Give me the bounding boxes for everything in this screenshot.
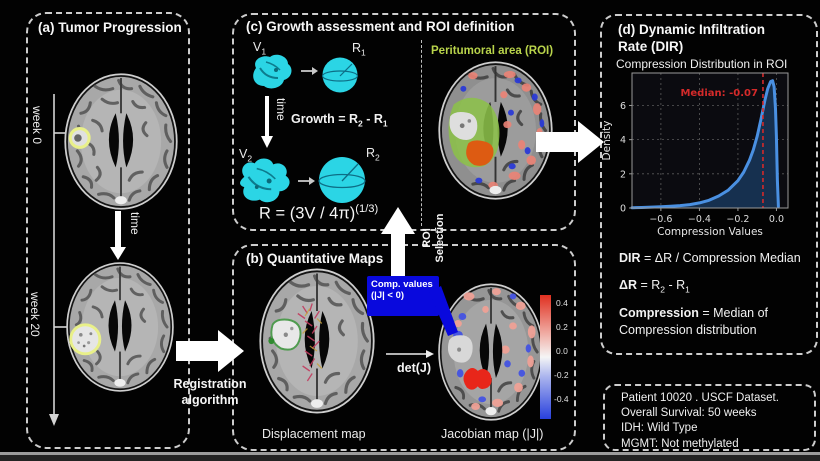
svg-text:Density: Density bbox=[601, 121, 613, 161]
patient-line-idh: IDH: Wild Type bbox=[621, 422, 698, 435]
tumor-volume-v2-shape bbox=[240, 158, 290, 203]
week0-label: week 0 bbox=[30, 106, 44, 145]
arrow-v2-to-r2 bbox=[298, 177, 315, 185]
patient-line-mgmt: MGMT: Not methylated bbox=[621, 437, 739, 450]
roi-selection-arrow bbox=[381, 207, 415, 277]
compression-values-callout: Comp. values (|J| < 0) bbox=[367, 276, 439, 316]
density-chart: Median: -0.07 −0.6 −0.4 −0.2 0.0 0 2 4 6Compress… bbox=[601, 72, 789, 238]
registration-algorithm-label: Registration algorithm bbox=[173, 377, 247, 407]
colorbar-tick-4: -0.4 bbox=[554, 394, 569, 404]
time-arrow-panel-c bbox=[261, 96, 273, 148]
patient-info-text: Patient 10020 . USCF Dataset. Overall Su… bbox=[621, 391, 779, 452]
svg-text:Median: -0.07: Median: -0.07 bbox=[680, 88, 758, 99]
colorbar-tick-3: -0.2 bbox=[554, 370, 569, 380]
dir-formula: DIR = ΔR / Compression Median bbox=[619, 251, 801, 265]
detj-label: det(J) bbox=[397, 361, 432, 375]
radius-formula: R = (3V / 4π)(1/3) bbox=[259, 203, 379, 223]
panel-a-title: (a) Tumor Progression bbox=[38, 20, 182, 35]
colorbar-tick-1: 0.2 bbox=[556, 322, 568, 332]
week20-label: week 20 bbox=[28, 292, 42, 337]
bottom-edge-shadow bbox=[0, 455, 820, 461]
svg-text:0.0: 0.0 bbox=[769, 214, 784, 225]
patient-info-box bbox=[603, 384, 816, 451]
tumor-volume-v1-shape bbox=[253, 54, 292, 89]
chart-title: Compression Distribution in ROI bbox=[616, 57, 788, 71]
displacement-map-label: Displacement map bbox=[262, 427, 366, 441]
panel-c-growth-roi bbox=[232, 13, 576, 231]
r1-label: R1 bbox=[352, 41, 366, 58]
mri-brain-week20 bbox=[66, 262, 174, 392]
jacobian-map-label: Jacobian map (|J|) bbox=[441, 427, 544, 441]
bottom-edge-line bbox=[0, 452, 820, 455]
mri-brain-displacement-map bbox=[259, 268, 375, 414]
roi-selection-label: ROI Selection bbox=[420, 213, 446, 263]
svg-text:6: 6 bbox=[620, 101, 626, 112]
svg-text:Compression Values: Compression Values bbox=[657, 226, 763, 238]
compression-formula: Compression = Median of Compression dist… bbox=[619, 306, 769, 337]
sphere-r2 bbox=[318, 157, 366, 203]
mri-brain-jacobian-map bbox=[438, 283, 544, 421]
panel-c-divider bbox=[421, 40, 422, 226]
sphere-r1 bbox=[321, 57, 359, 93]
svg-text:−0.2: −0.2 bbox=[726, 214, 749, 225]
svg-text:−0.4: −0.4 bbox=[688, 214, 711, 225]
panel-d-dir bbox=[600, 14, 818, 355]
r2-label: R2 bbox=[366, 146, 380, 163]
time-label-panel-a: time bbox=[128, 212, 142, 235]
svg-text:2: 2 bbox=[620, 169, 626, 180]
registration-arrow bbox=[176, 330, 244, 372]
svg-text:−0.6: −0.6 bbox=[649, 214, 672, 225]
jacobian-colorbar bbox=[540, 295, 551, 419]
panel-d-title-line1: (d) Dynamic Infiltration bbox=[618, 22, 766, 37]
roi-to-dir-arrow bbox=[536, 121, 604, 163]
colorbar-tick-0: 0.4 bbox=[556, 298, 568, 308]
patient-line-id: Patient 10020 . USCF Dataset. bbox=[621, 392, 779, 404]
mri-brain-week0 bbox=[64, 73, 178, 210]
v2-label: V2 bbox=[239, 147, 253, 164]
detj-arrow bbox=[386, 350, 434, 358]
svg-text:0: 0 bbox=[620, 204, 626, 215]
patient-line-survival: Overall Survival: 50 weeks bbox=[621, 407, 757, 420]
growth-formula: Growth = R2 - R1 bbox=[291, 112, 388, 129]
callout-pointer bbox=[429, 286, 458, 336]
panel-b-title: (b) Quantitative Maps bbox=[246, 251, 384, 266]
colorbar-tick-2: 0.0 bbox=[556, 346, 568, 356]
panel-a-tumor-progression bbox=[26, 12, 190, 449]
svg-text:4: 4 bbox=[620, 135, 626, 146]
time-label-panel-c: time bbox=[274, 98, 288, 121]
v1-label: V1 bbox=[253, 40, 267, 57]
mri-brain-peritumoral-roi bbox=[438, 61, 553, 200]
peritumoral-roi-label: Peritumoral area (ROI) bbox=[431, 45, 554, 57]
arrow-v1-to-r1 bbox=[301, 67, 318, 75]
time-arrow-down bbox=[110, 211, 126, 260]
panel-c-title: (c) Growth assessment and ROI definition bbox=[246, 19, 515, 34]
delta-r-formula: ΔR = R2 - R1 bbox=[619, 278, 690, 295]
panel-d-title-line2: Rate (DIR) bbox=[618, 39, 684, 54]
